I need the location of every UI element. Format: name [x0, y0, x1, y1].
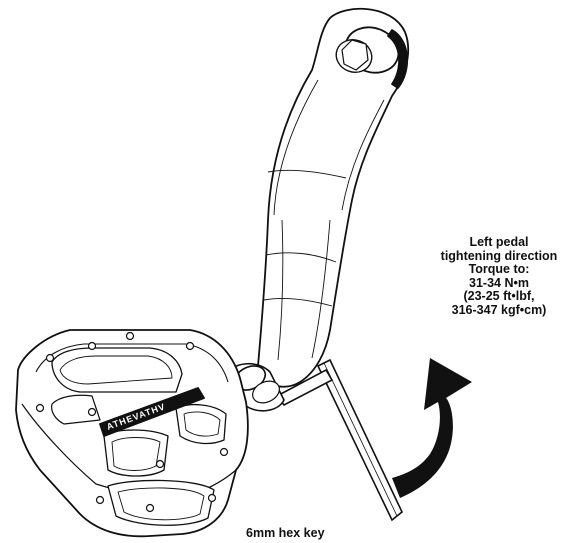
callout-line-6: 316-347 kgf•cm)	[451, 302, 547, 317]
pedal-wrench	[257, 7, 410, 388]
hex-key	[275, 358, 403, 522]
callout-line-5: (23-25 ft•lbf,	[463, 289, 535, 304]
callout-line-1: Left pedal	[469, 235, 529, 249]
tightening-arrow	[392, 358, 472, 498]
hex-key-label: 6mm hex key	[246, 526, 325, 540]
callout-line-4: 31-34 N•m	[469, 275, 529, 290]
pedal-pins	[35, 331, 229, 513]
callout-line-3: Torque to:	[468, 262, 530, 277]
pedal-body	[15, 329, 249, 538]
torque-callout: Left pedal tightening direction Torque t…	[414, 235, 573, 318]
callout-line-2: tightening direction	[440, 248, 558, 263]
